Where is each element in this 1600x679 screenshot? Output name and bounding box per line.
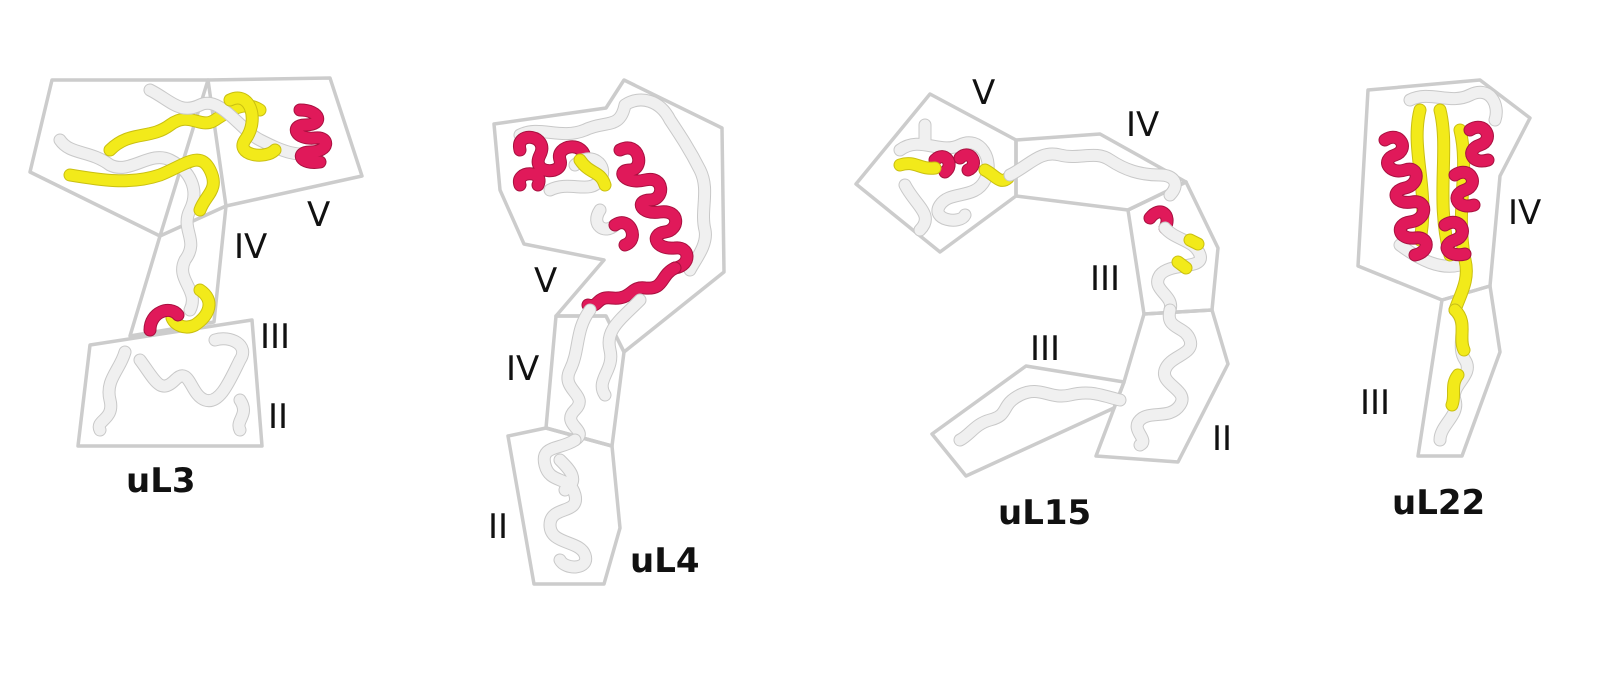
ul3-structure xyxy=(53,83,333,437)
protein-ul15: V IV III III II uL15 xyxy=(854,73,1232,533)
ul4-domain-ii-frame xyxy=(506,426,622,586)
ul3-domain-v-frame-right xyxy=(206,76,364,208)
ul15-domain-label-iv: IV xyxy=(1126,105,1159,145)
ul4-domain-iv-frame xyxy=(544,314,626,448)
ul3-domain-label-v: V xyxy=(307,195,330,235)
ul22-domain-iii-frame xyxy=(1416,284,1502,458)
ul15-domain-label-v: V xyxy=(972,73,995,113)
ul22-domain-iv-frame xyxy=(1356,78,1532,302)
ul3-domain-label-iii: III xyxy=(260,317,290,357)
ul4-structure xyxy=(513,93,712,574)
ul15-domain-iii-upper-frame xyxy=(1126,180,1220,316)
ul3-domain-label-ii: II xyxy=(268,397,288,437)
ul15-domain-label-iii-lower: III xyxy=(1030,329,1060,369)
ul15-structure xyxy=(893,118,1207,452)
ul22-domain-label-iii: III xyxy=(1360,383,1390,423)
ul15-domain-label-ii: II xyxy=(1212,419,1232,459)
ul15-domain-ii-frame xyxy=(1094,308,1230,464)
ul15-protein-label: uL15 xyxy=(998,493,1091,533)
ul4-domain-label-v: V xyxy=(534,261,557,301)
ul4-domain-label-iv: IV xyxy=(506,349,539,389)
protein-ul3: V IV III II uL3 xyxy=(28,76,364,501)
ul3-domain-iv-frame xyxy=(128,204,228,338)
ul22-structure xyxy=(1378,86,1503,447)
ul3-domain-label-iv: IV xyxy=(234,227,267,267)
ul4-protein-label: uL4 xyxy=(630,541,700,581)
ul22-protein-label: uL22 xyxy=(1392,483,1485,523)
ul4-domain-label-ii: II xyxy=(488,507,508,547)
ul15-domain-label-iii-upper: III xyxy=(1090,259,1120,299)
protein-ul22: IV III uL22 xyxy=(1356,78,1541,523)
ul22-domain-label-iv: IV xyxy=(1508,193,1541,233)
ul3-protein-label: uL3 xyxy=(126,461,196,501)
protein-ul4: V IV II uL4 xyxy=(488,78,726,586)
ul15-domain-iii-lower-frame xyxy=(930,364,1126,478)
